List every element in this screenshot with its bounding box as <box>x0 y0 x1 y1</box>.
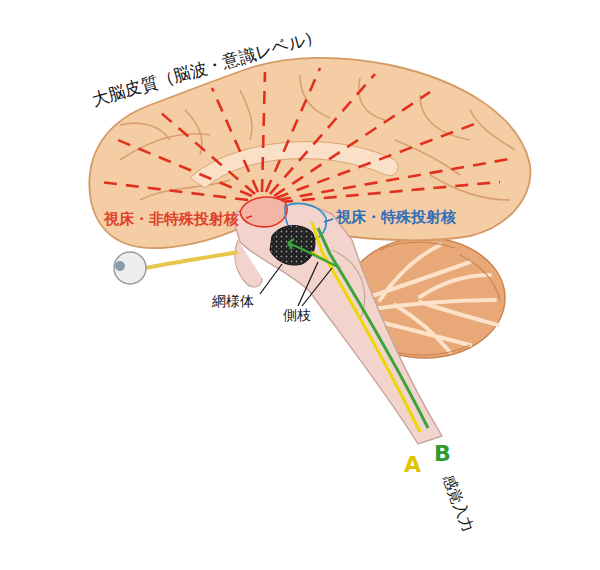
eye <box>114 252 146 284</box>
nucleus-label: 視床・非特殊投射核 <box>104 210 239 228</box>
part-label: 側枝 <box>283 307 311 324</box>
projection-dash <box>276 122 480 198</box>
pathway-b <box>318 228 428 428</box>
input-label: 感覚入力 <box>440 472 477 535</box>
reticular-formation <box>270 226 315 265</box>
projection-dash <box>266 68 320 192</box>
projection-dash <box>118 140 252 196</box>
projection-dash <box>212 88 258 192</box>
leader-line <box>298 262 318 306</box>
leader-line <box>260 264 282 294</box>
leader-line <box>324 219 333 222</box>
projection-dash <box>270 74 375 194</box>
projection-dash <box>278 158 515 200</box>
green-arrow <box>288 239 300 249</box>
projection-dash <box>262 72 265 192</box>
pituitary <box>235 240 262 287</box>
pathway-letter: A <box>404 452 421 478</box>
leader-line <box>302 268 332 306</box>
sulci <box>120 75 515 200</box>
optic-nerve <box>145 252 238 268</box>
region-label: 大脳皮質（脳波・意識レベル） <box>89 25 323 110</box>
nonspecific-nucleus <box>240 197 287 227</box>
projection-dash <box>160 112 255 194</box>
projection-dash <box>280 182 500 202</box>
part-label: 網様体 <box>212 293 254 310</box>
cerebellum-folia <box>380 242 500 355</box>
collateral-b <box>300 248 340 268</box>
pupil <box>115 261 125 271</box>
leader-line <box>246 216 252 218</box>
projection-dash <box>274 92 430 196</box>
pathway-letter: B <box>434 441 451 467</box>
nucleus-label: 視床・特殊投射核 <box>336 208 456 226</box>
brainstem <box>232 202 442 444</box>
